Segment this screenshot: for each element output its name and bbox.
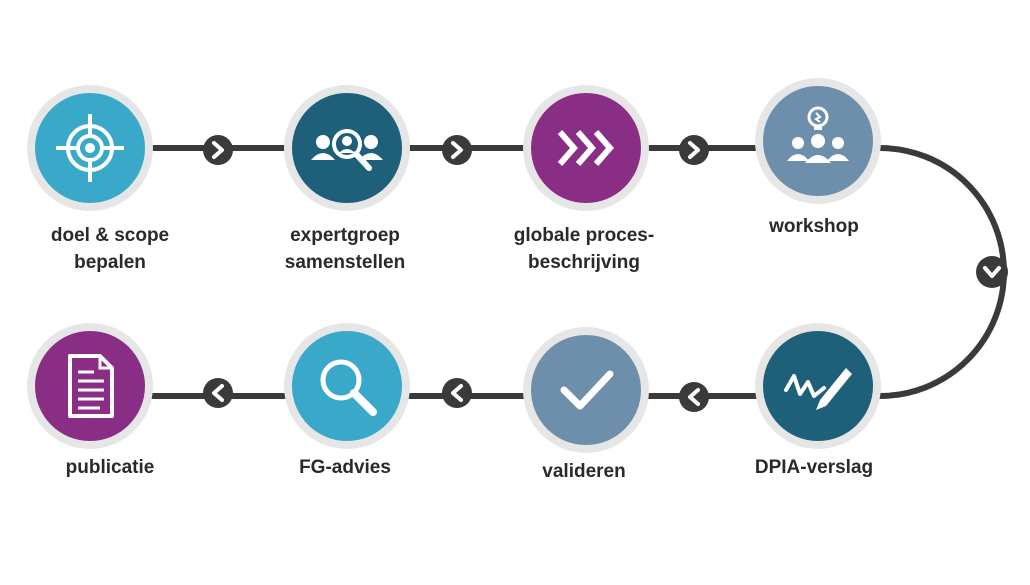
step-5-label: DPIA-verslag [754, 457, 874, 478]
step-3-label: globale proces- beschrijving [513, 225, 655, 273]
step-2-label: expertgroep samenstellen [284, 225, 406, 273]
chevrons-icon [557, 130, 614, 166]
step-8-circle [35, 331, 145, 441]
step-1-node [27, 85, 153, 211]
step-6-circle [531, 335, 641, 445]
arrow-left-icon [203, 378, 233, 408]
step-7-label: FG-advies [299, 457, 391, 478]
magnifier-icon [320, 359, 377, 416]
step-4-label: workshop [769, 216, 859, 237]
step-8-label: publicatie [65, 457, 155, 478]
step-3-circle [531, 93, 641, 203]
step-4-node [755, 78, 881, 204]
arrow-right-icon [679, 135, 709, 165]
arrow-down-icon [976, 256, 1008, 288]
step-5-circle [763, 331, 873, 441]
arrow-right-icon [203, 135, 233, 165]
step-2-circle [292, 93, 402, 203]
document-icon [68, 354, 114, 418]
group-search-icon [311, 129, 383, 171]
arrow-right-icon [442, 135, 472, 165]
checkmark-icon [560, 370, 614, 410]
step-6-label: valideren [542, 461, 626, 482]
idea-people-icon [787, 106, 849, 163]
step-6-node [523, 327, 649, 453]
arrow-left-icon [679, 382, 709, 412]
step-5-node [755, 323, 881, 449]
step-7-node [284, 323, 410, 449]
pen-signature-icon [784, 368, 852, 410]
step-8-node [27, 323, 153, 449]
arrow-left-icon [442, 378, 472, 408]
step-1-label: doel & scope bepalen [50, 225, 170, 273]
step-3-node [523, 85, 649, 211]
step-2-node [284, 85, 410, 211]
target-icon [56, 114, 124, 182]
step-7-circle [292, 331, 402, 441]
